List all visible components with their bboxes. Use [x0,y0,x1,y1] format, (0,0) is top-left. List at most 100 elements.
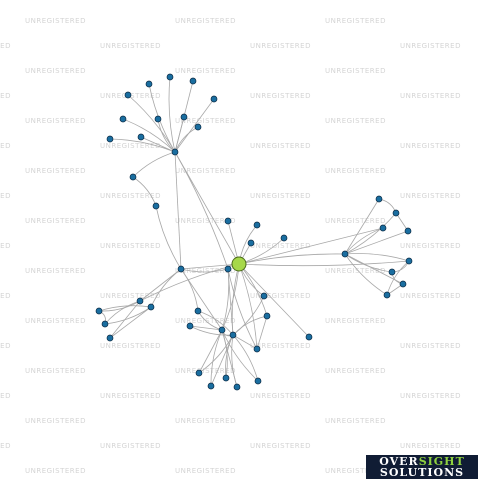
graph-edge [231,334,238,388]
graph-node[interactable] [119,115,127,123]
watermark-text: UNREGISTERED [250,392,311,400]
graph-node[interactable] [379,224,387,232]
watermark-text: UNREGISTERED [325,417,386,425]
graph-edge [221,329,238,388]
graph-node[interactable] [101,320,109,328]
graph-node[interactable] [375,195,383,203]
watermark-text: UNREGISTERED [0,392,11,400]
graph-edge [155,205,182,270]
graph-edge [98,305,152,312]
watermark-text: UNREGISTERED [325,217,386,225]
graph-node[interactable] [106,334,114,342]
watermark-text: UNREGISTERED [325,117,386,125]
watermark-text: UNREGISTERED [175,67,236,75]
graph-edge [344,253,410,262]
graph-node[interactable] [341,250,349,258]
graph-node[interactable] [189,77,197,85]
graph-edge [210,329,223,387]
graph-edge [238,263,268,317]
watermark-text: UNREGISTERED [175,467,236,475]
graph-edge [198,329,223,374]
graph-node[interactable] [171,148,179,156]
graph-edge [238,227,384,265]
watermark-text: UNREGISTERED [250,292,311,300]
graph-node[interactable] [253,221,261,229]
graph-node[interactable] [383,291,391,299]
graph-node[interactable] [166,73,174,81]
graph-node[interactable] [388,268,396,276]
graph-node[interactable] [195,369,203,377]
graph-edge [189,325,234,336]
graph-node[interactable] [147,303,155,311]
watermark-text: UNREGISTERED [100,192,161,200]
graph-node[interactable] [129,173,137,181]
graph-node[interactable] [194,123,202,131]
graph-edge [140,136,176,153]
graph-node[interactable] [224,217,232,225]
watermark-text: UNREGISTERED [325,267,386,275]
graph-node[interactable] [263,312,271,320]
graph-node[interactable] [210,95,218,103]
graph-node[interactable] [186,322,194,330]
watermark-text: UNREGISTERED [175,17,236,25]
graph-node[interactable] [180,113,188,121]
watermark-text: UNREGISTERED [175,167,236,175]
graph-node[interactable] [233,383,241,391]
graph-edge [180,268,223,331]
watermark-text: UNREGISTERED [175,267,236,275]
graph-node[interactable] [218,326,226,334]
graph-node[interactable] [404,227,412,235]
watermark-text: UNREGISTERED [250,142,311,150]
graph-node[interactable] [229,331,237,339]
graph-node[interactable] [207,382,215,390]
watermark-text: UNREGISTERED [250,192,311,200]
graph-node[interactable] [280,234,288,242]
graph-edge [150,268,182,308]
graph-node[interactable] [177,265,185,273]
graph-node[interactable] [222,374,230,382]
graph-edge [174,98,215,153]
watermark-text: UNREGISTERED [100,292,161,300]
graph-node[interactable] [194,307,202,315]
graph-node[interactable] [106,135,114,143]
watermark-text: UNREGISTERED [25,367,86,375]
watermark-text: UNREGISTERED [25,267,86,275]
center-entity-node[interactable] [231,256,247,272]
graph-node[interactable] [254,377,262,385]
graph-node[interactable] [392,209,400,217]
watermark-text: UNREGISTERED [0,292,11,300]
graph-node[interactable] [152,202,160,210]
graph-edge [148,83,176,153]
graph-node[interactable] [224,265,232,273]
graph-edge [232,295,265,336]
graph-node[interactable] [136,297,144,305]
watermark-text: UNREGISTERED [100,142,161,150]
watermark-text: UNREGISTERED [400,192,461,200]
watermark-text: UNREGISTERED [325,467,386,475]
graph-node[interactable] [399,280,407,288]
graph-edge [109,306,152,339]
graph-edge [98,300,141,312]
edge-layer [98,76,410,388]
watermark-text: UNREGISTERED [400,42,461,50]
graph-edge [104,300,141,325]
graph-node[interactable] [405,257,413,265]
graph-edge [344,253,388,296]
graph-node[interactable] [137,133,145,141]
graph-node[interactable] [253,345,261,353]
watermark-text: UNREGISTERED [175,217,236,225]
graph-edge [238,260,410,267]
graph-node[interactable] [154,115,162,123]
watermark-text: UNREGISTERED [175,317,236,325]
watermark-text: UNREGISTERED [100,342,161,350]
graph-node[interactable] [145,80,153,88]
logo-word-sight: SIGHT [418,455,465,468]
oversight-solutions-logo: OVERSIGHT SOLUTIONS [366,455,478,479]
graph-node[interactable] [95,307,103,315]
graph-node[interactable] [247,239,255,247]
graph-node[interactable] [260,292,268,300]
graph-edge [344,212,397,255]
watermark-text: UNREGISTERED [175,117,236,125]
graph-node[interactable] [124,91,132,99]
graph-node[interactable] [305,333,313,341]
